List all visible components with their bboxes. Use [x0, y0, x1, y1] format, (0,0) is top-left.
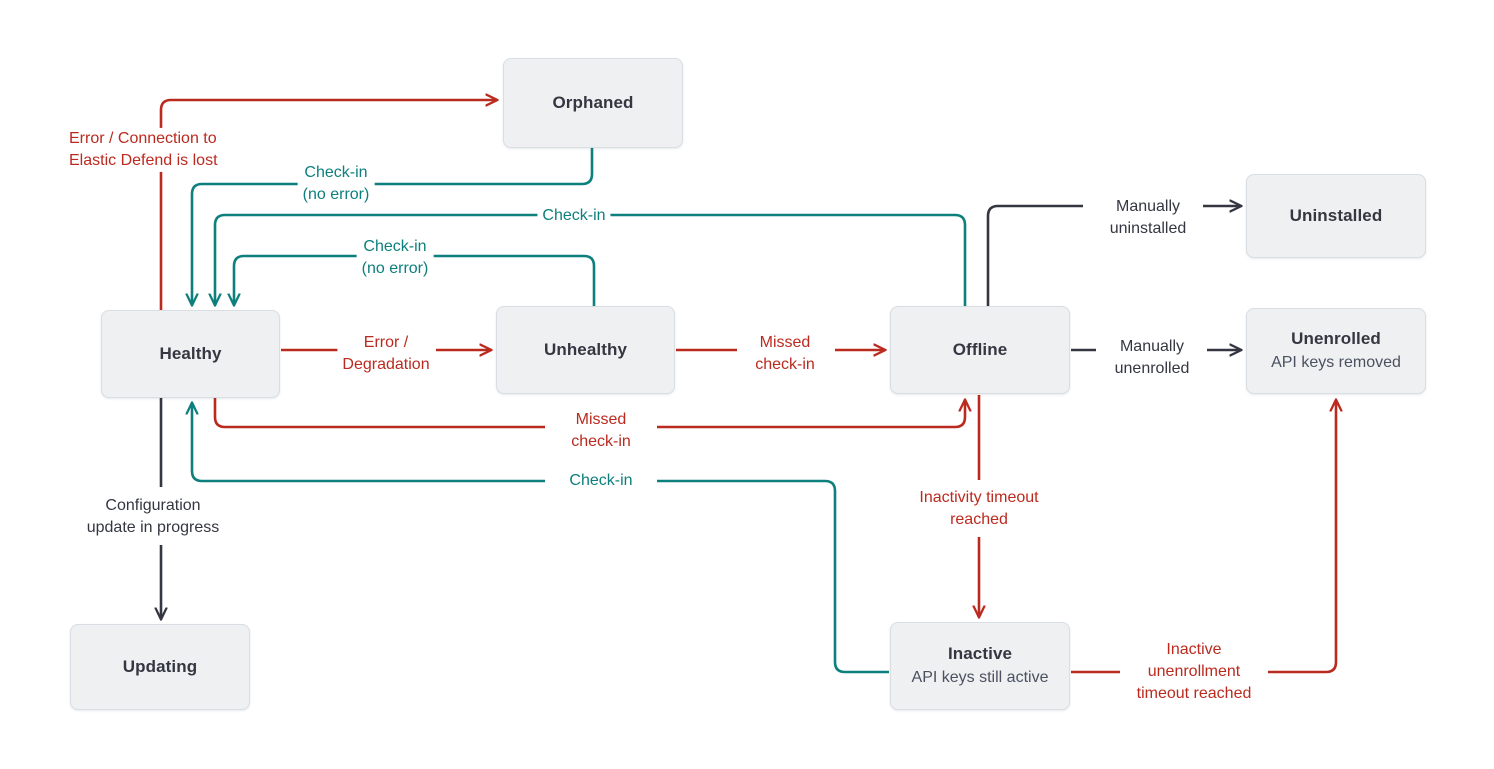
- node-orphaned-title: Orphaned: [552, 93, 634, 113]
- edge-label-offline-to-inactive: Inactivity timeout reached: [914, 486, 1044, 532]
- node-unhealthy-title: Unhealthy: [543, 340, 628, 360]
- node-healthy-title: Healthy: [159, 344, 222, 364]
- node-updating[interactable]: Updating: [70, 624, 250, 710]
- node-unhealthy[interactable]: Unhealthy: [496, 306, 675, 394]
- node-healthy[interactable]: Healthy: [101, 310, 280, 398]
- node-inactive[interactable]: Inactive API keys still active: [890, 622, 1070, 710]
- edge-healthy-to-offline-seg2: [657, 400, 965, 429]
- edge-label-inactive-to-healthy: Check-in: [564, 469, 638, 493]
- edge-label-unhealthy-to-offline: Missed check-in: [750, 331, 820, 377]
- node-unenrolled-title: Unenrolled: [1291, 329, 1381, 349]
- node-unenrolled[interactable]: Unenrolled API keys removed: [1246, 308, 1426, 394]
- edge-label-unhealthy-to-healthy: Check-in (no error): [356, 235, 434, 281]
- node-inactive-subtitle: API keys still active: [911, 668, 1049, 686]
- edge-label-healthy-to-offline: Missed check-in: [566, 408, 636, 454]
- edge-healthy-to-orphaned: [159, 100, 497, 310]
- edge-label-offline-to-unenrolled: Manually unenrolled: [1109, 335, 1195, 381]
- edge-inactive-to-healthy-seg2: [192, 403, 545, 483]
- node-offline[interactable]: Offline: [890, 306, 1070, 394]
- node-orphaned[interactable]: Orphaned: [503, 58, 683, 148]
- edge-label-orphaned-to-healthy: Check-in (no error): [297, 161, 375, 207]
- node-offline-title: Offline: [952, 340, 1008, 360]
- edge-healthy-to-offline-seg1: [213, 398, 545, 429]
- edge-label-inactive-to-unenrolled: Inactive unenrollment timeout reached: [1131, 638, 1257, 706]
- edge-label-offline-to-uninstalled: Manually uninstalled: [1104, 195, 1192, 241]
- edge-inactive-to-healthy-seg1: [657, 479, 889, 674]
- edge-label-healthy-to-updating: Configuration update in progress: [81, 494, 225, 540]
- edge-orphaned-to-healthy: [192, 148, 594, 305]
- edge-offline-to-uninstalled-seg1: [986, 204, 1083, 306]
- edge-label-healthy-to-orphaned: Error / Connection to Elastic Defend is …: [64, 127, 223, 173]
- node-uninstalled-title: Uninstalled: [1289, 206, 1383, 226]
- node-updating-title: Updating: [122, 657, 198, 677]
- edge-inactive-to-unenrolled-seg2: [1268, 400, 1336, 674]
- edge-label-healthy-to-unhealthy: Error / Degradation: [337, 331, 435, 377]
- edge-offline-to-healthy: [215, 213, 967, 306]
- node-uninstalled[interactable]: Uninstalled: [1246, 174, 1426, 258]
- node-unenrolled-subtitle: API keys removed: [1271, 353, 1401, 371]
- edge-label-offline-to-healthy: Check-in: [537, 204, 611, 228]
- node-inactive-title: Inactive: [947, 644, 1013, 664]
